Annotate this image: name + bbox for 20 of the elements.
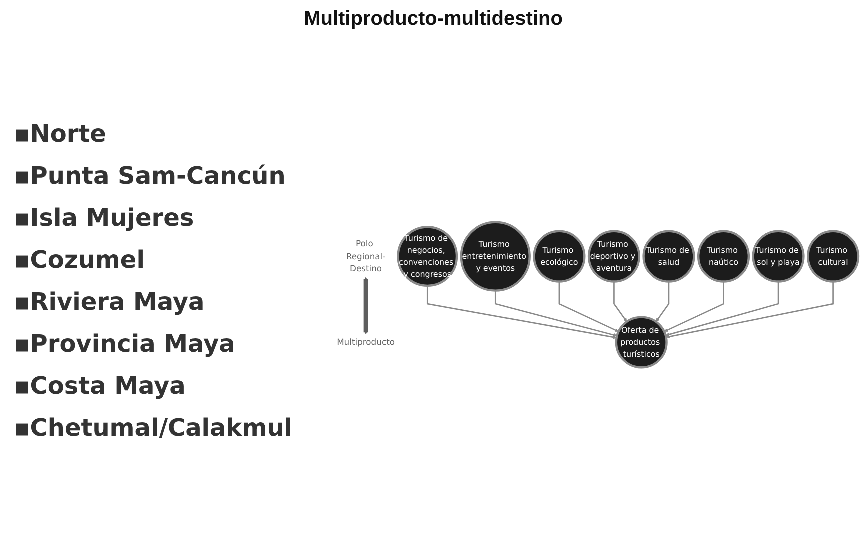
diagram-title: Multiproducto-multidestino — [303, 8, 564, 31]
arrow — [664, 282, 724, 332]
destination-item: ▪Chetumal/Calakmul — [14, 414, 293, 442]
destination-item: ▪Provincia Maya — [14, 330, 236, 358]
destination-item: ▪Riviera Maya — [14, 288, 205, 316]
destination-item: ▪Punta Sam-Cancún — [14, 162, 286, 190]
arrow — [656, 282, 670, 322]
node-text: Multiproducto — [337, 338, 395, 348]
destination-item: ▪Costa Maya — [14, 372, 186, 400]
node-text: Polo Regional-Destino — [346, 239, 386, 274]
arrow — [364, 277, 368, 335]
destination-item: ▪Norte — [14, 120, 106, 148]
arrow — [614, 282, 628, 322]
arrow — [666, 282, 780, 337]
arrow — [666, 282, 834, 339]
arrow — [558, 282, 619, 332]
destination-item: ▪Isla Mujeres — [14, 204, 194, 232]
destination-item: ▪Cozumel — [14, 246, 145, 274]
arrow — [494, 290, 618, 338]
arrow — [426, 286, 617, 340]
